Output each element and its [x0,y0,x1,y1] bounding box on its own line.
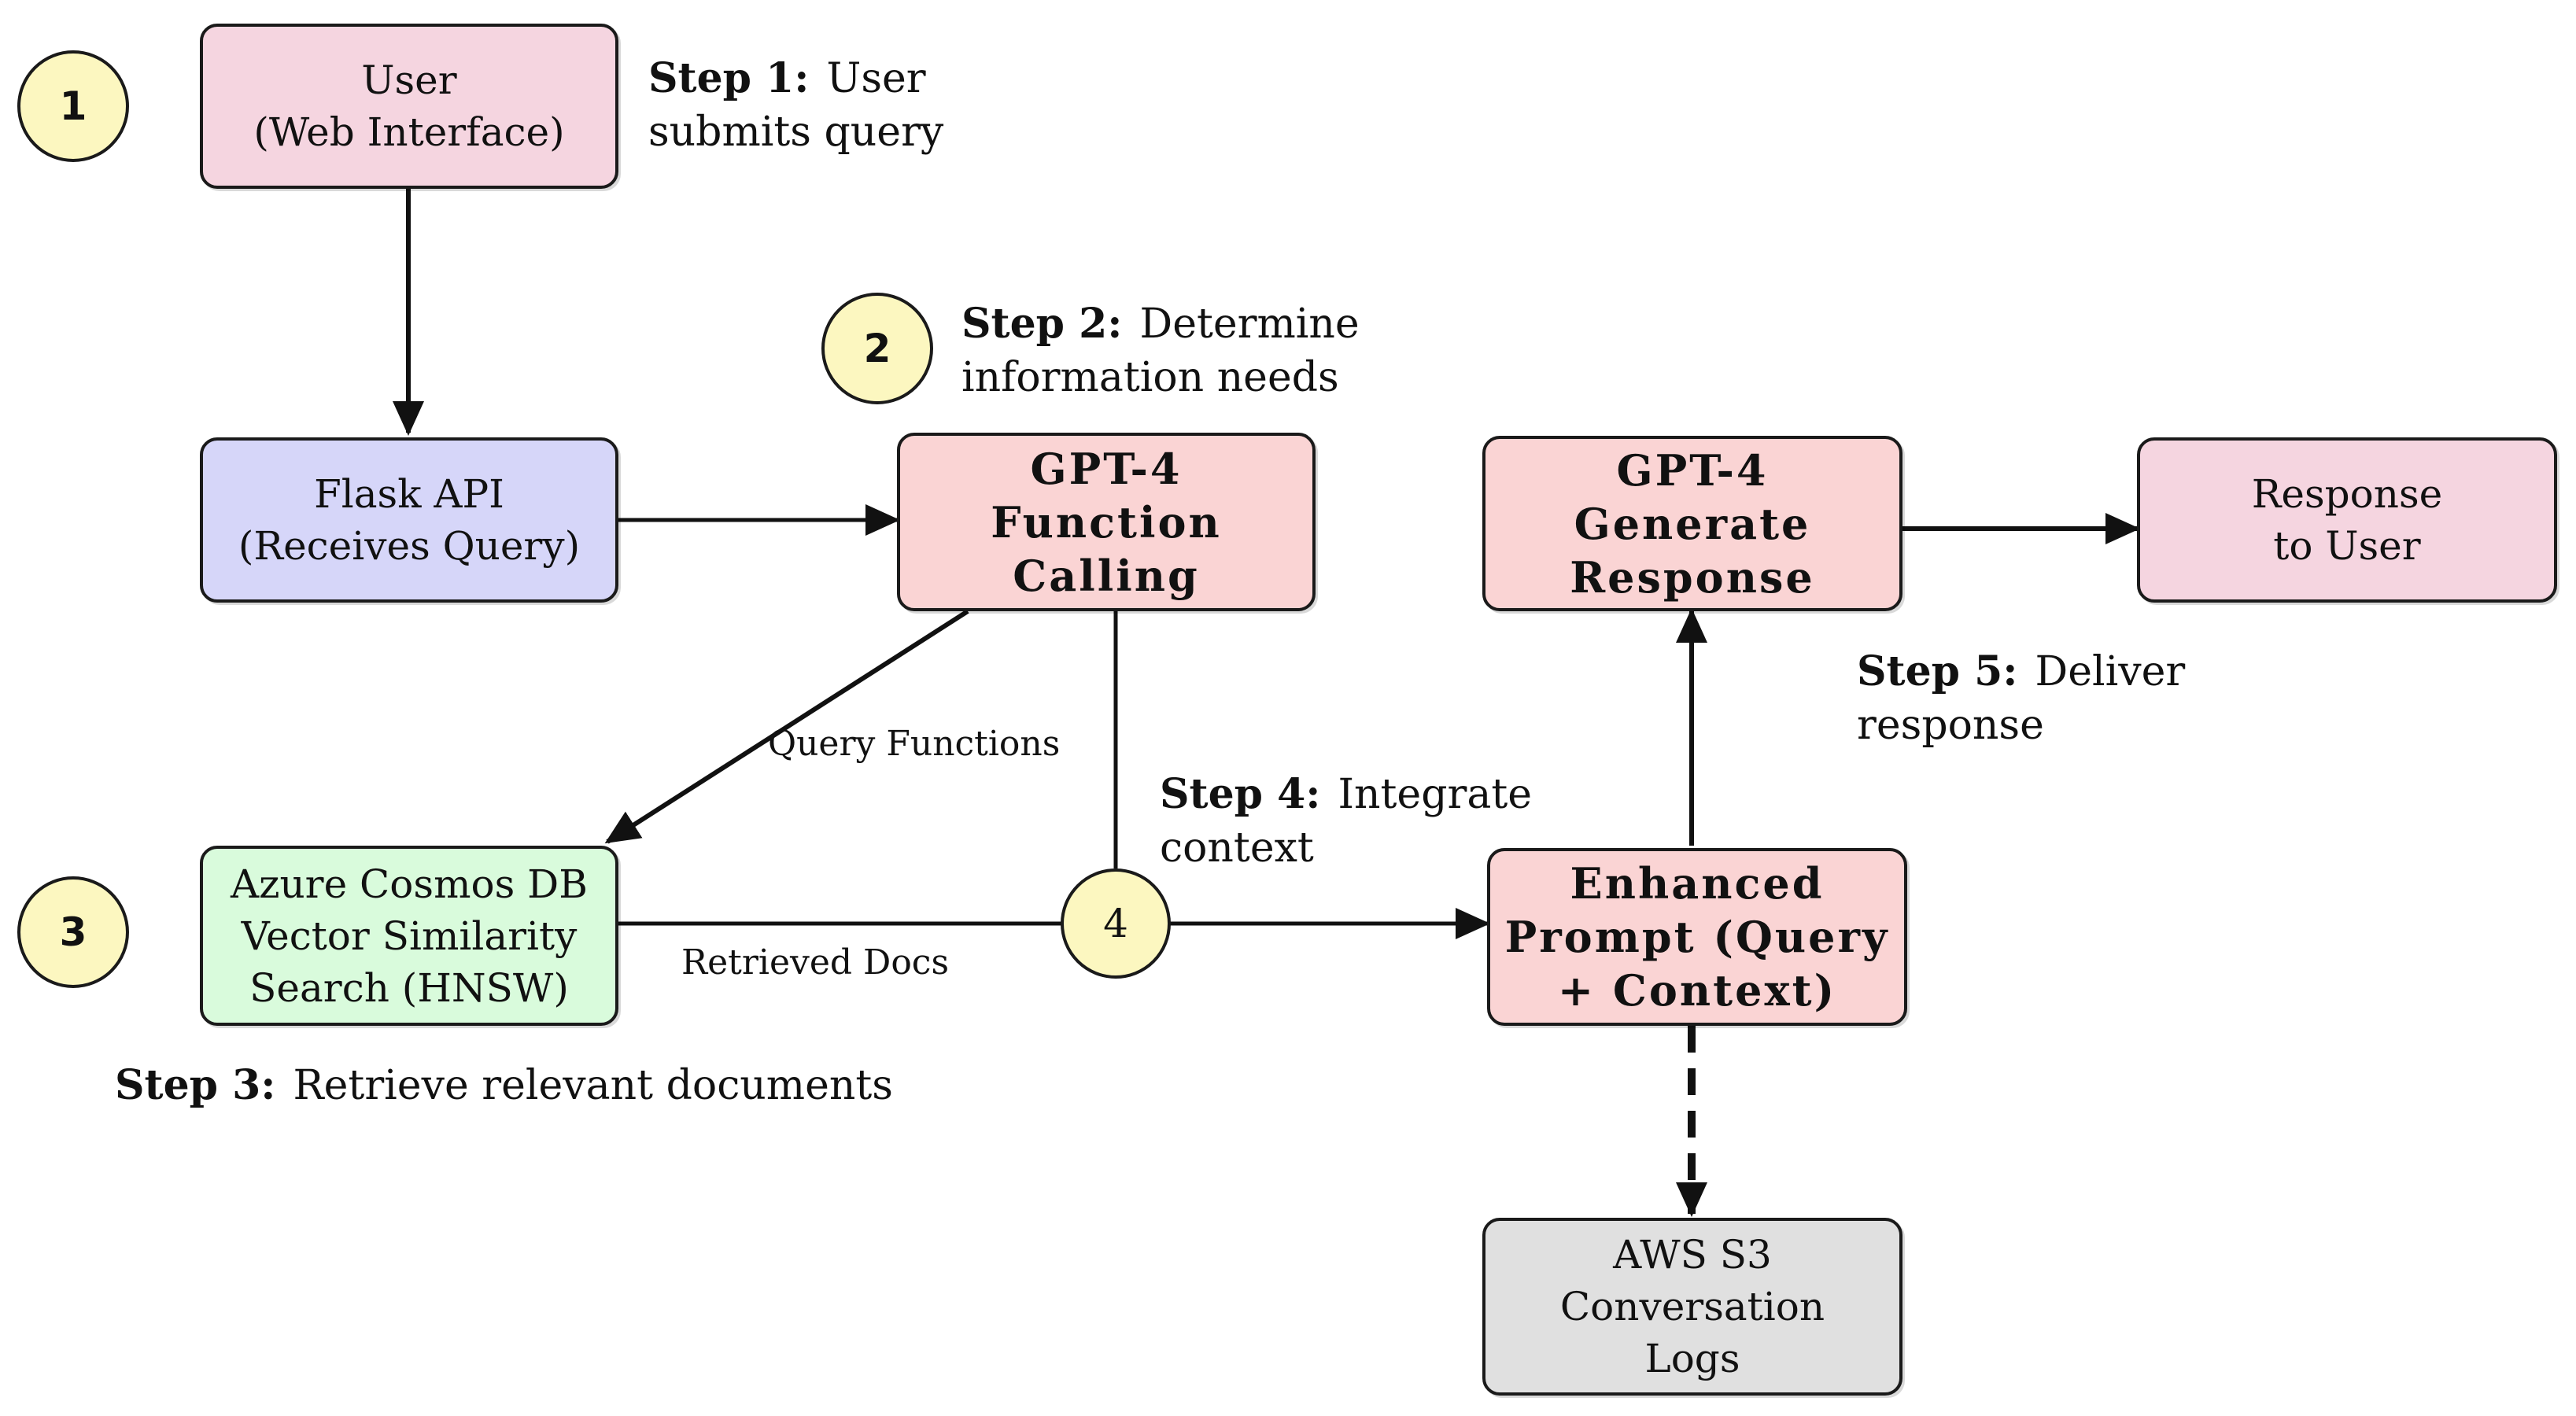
node-gpt-generate-response: GPT-4 Generate Response [1482,436,1902,611]
step-circle-3: 3 [17,876,129,988]
edge-gpt-function-to-cosmos [604,609,969,844]
step-circle-4: 4 [1061,868,1171,979]
node-enhanced-prompt: Enhanced Prompt (Query + Context) [1487,848,1907,1026]
node-gpt-generate-response-label: GPT-4 Generate Response [1570,444,1815,603]
step-1-text-line1: User [826,55,926,102]
step-2-text-line2: information needs [961,354,1339,401]
step-4-text-line2: context [1160,824,1314,872]
step-5-annotation: Step 5: Deliver response [1857,645,2185,752]
step-4-label: Step 4: [1160,770,1321,818]
step-4-annotation: Step 4: Integrate context [1160,768,1532,875]
edge-label-query-functions: Query Functions [768,724,1061,764]
step-circle-1-label: 1 [59,83,87,129]
step-circle-4-label: 4 [1103,901,1128,946]
step-5-text-line2: response [1857,702,2044,749]
node-azure-cosmos-db-label: Azure Cosmos DB Vector Similarity Search… [231,861,588,1011]
node-user-label: User (Web Interface) [253,57,565,155]
node-flask-api-label: Flask API (Receives Query) [238,471,581,569]
node-aws-s3: AWS S3 Conversation Logs [1482,1218,1902,1396]
step-2-label: Step 2: [961,300,1123,348]
node-gpt-function-calling-label: GPT-4 Function Calling [991,443,1222,601]
step-2-annotation: Step 2: Determine information needs [961,297,1360,404]
step-3-annotation: Step 3: Retrieve relevant documents [115,1059,893,1112]
step-3-label: Step 3: [115,1061,276,1109]
node-response-to-user: Response to User [2137,437,2557,603]
step-1-annotation: Step 1: User submits query [648,52,943,159]
node-gpt-function-calling: GPT-4 Function Calling [897,433,1316,611]
step-5-label: Step 5: [1857,647,2018,695]
step-circle-1: 1 [17,50,129,162]
step-circle-3-label: 3 [59,909,87,955]
step-circle-2: 2 [821,293,933,404]
node-aws-s3-label: AWS S3 Conversation Logs [1559,1232,1825,1381]
node-user: User (Web Interface) [200,24,618,189]
step-2-text-line1: Determine [1139,301,1360,348]
step-4-text-line1: Integrate [1338,771,1533,818]
step-1-text-line2: submits query [648,109,944,156]
edge-label-retrieved-docs: Retrieved Docs [681,942,950,983]
step-3-text-line1: Retrieve relevant documents [293,1062,893,1109]
node-flask-api: Flask API (Receives Query) [200,437,618,603]
step-1-label: Step 1: [648,54,810,102]
step-5-text-line1: Deliver [2035,648,2186,695]
node-enhanced-prompt-label: Enhanced Prompt (Query + Context) [1504,858,1890,1016]
node-azure-cosmos-db: Azure Cosmos DB Vector Similarity Search… [200,846,618,1026]
step-circle-2-label: 2 [863,326,891,371]
node-response-to-user-label: Response to User [2251,471,2443,569]
